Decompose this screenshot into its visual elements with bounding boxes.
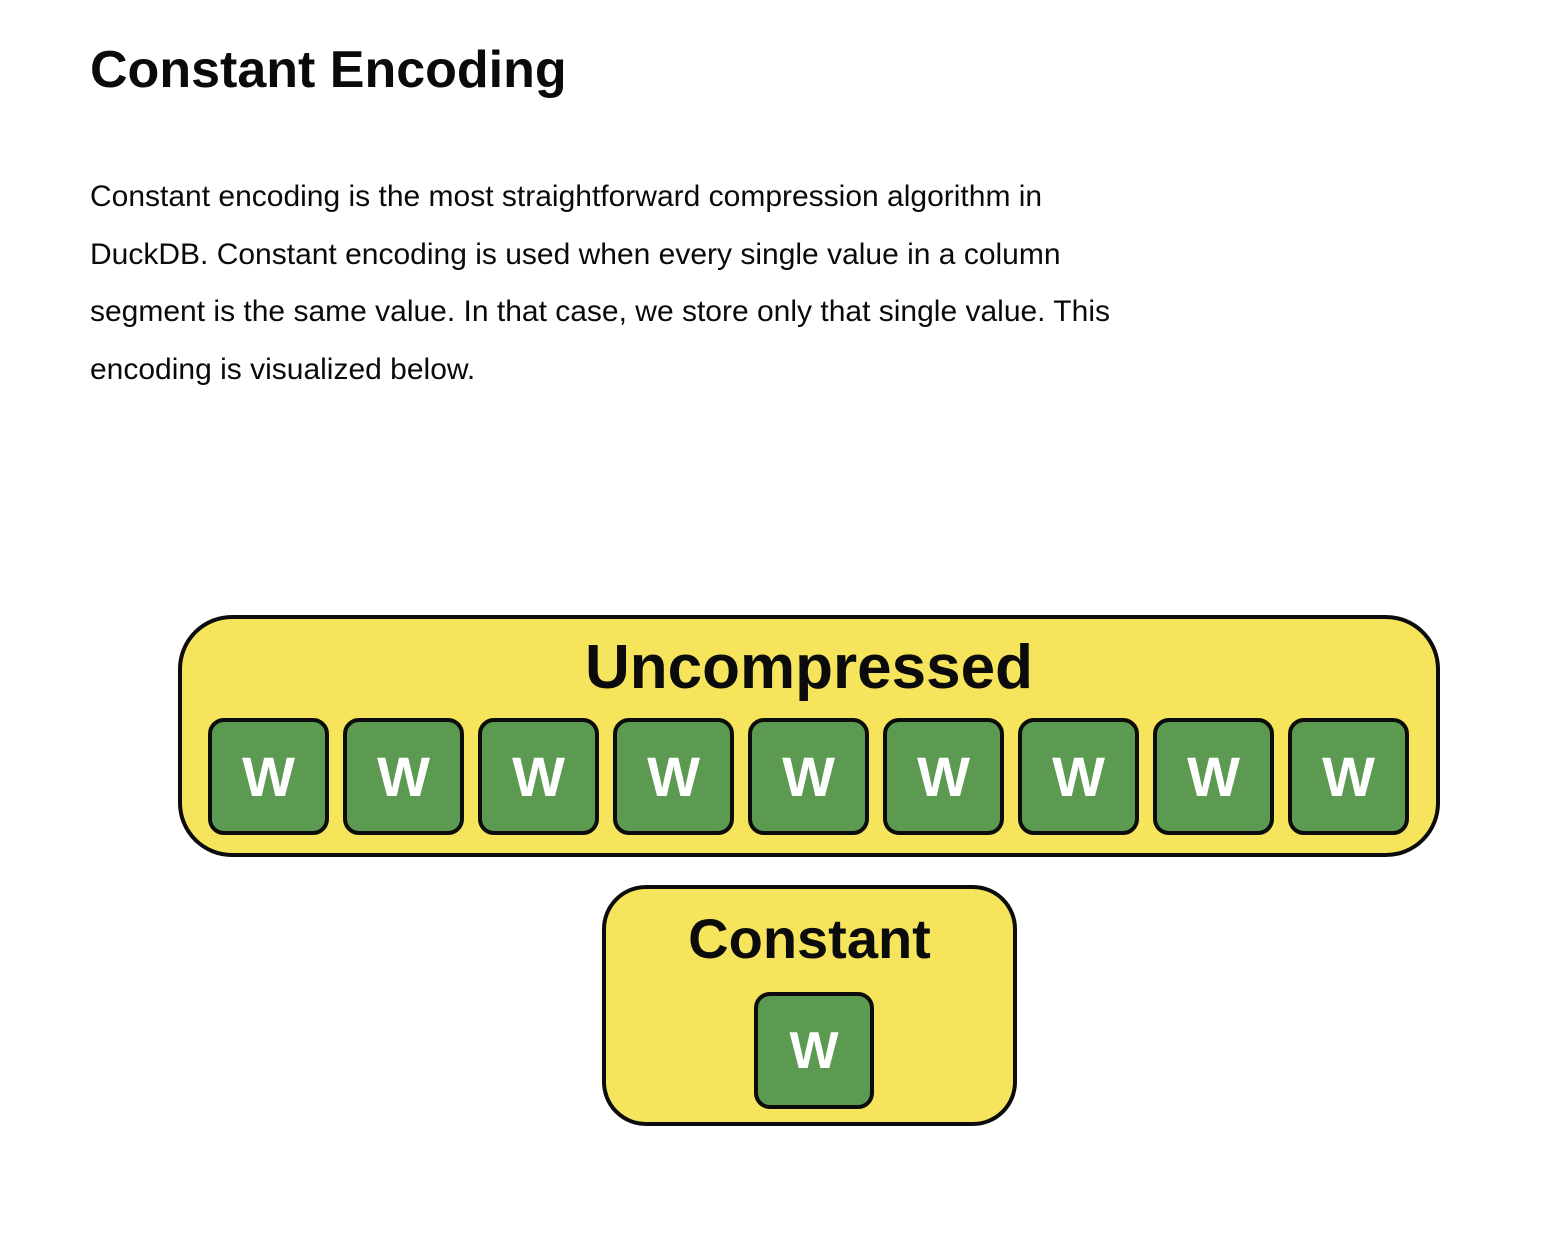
intro-line: DuckDB. Constant encoding is used when e… <box>90 237 1061 271</box>
value-cell: W <box>343 718 464 835</box>
uncompressed-cells-row: W W W W W W W W W <box>208 718 1409 835</box>
value-cell: W <box>208 718 329 835</box>
value-cell: W <box>883 718 1004 835</box>
value-cell: W <box>613 718 734 835</box>
intro-line: encoding is visualized below. <box>90 352 476 386</box>
constant-label: Constant <box>688 907 931 970</box>
intro-line: segment is the same value. In that case,… <box>90 295 1110 328</box>
intro-line: Constant encoding is the most straightfo… <box>90 180 1043 213</box>
constant-container: Constant W <box>602 885 1017 1126</box>
value-cell: W <box>748 718 869 835</box>
value-cell: W <box>1153 718 1274 835</box>
uncompressed-label: Uncompressed <box>585 633 1033 702</box>
value-cell: W <box>1288 718 1409 835</box>
value-cell: W <box>1018 718 1139 835</box>
value-cell: W <box>754 992 874 1109</box>
uncompressed-container: Uncompressed W W W W W W W W W <box>178 615 1440 857</box>
page-title: Constant Encoding <box>90 41 567 99</box>
intro-paragraph: Constant encoding is the most straightfo… <box>90 168 1470 398</box>
value-cell: W <box>478 718 599 835</box>
